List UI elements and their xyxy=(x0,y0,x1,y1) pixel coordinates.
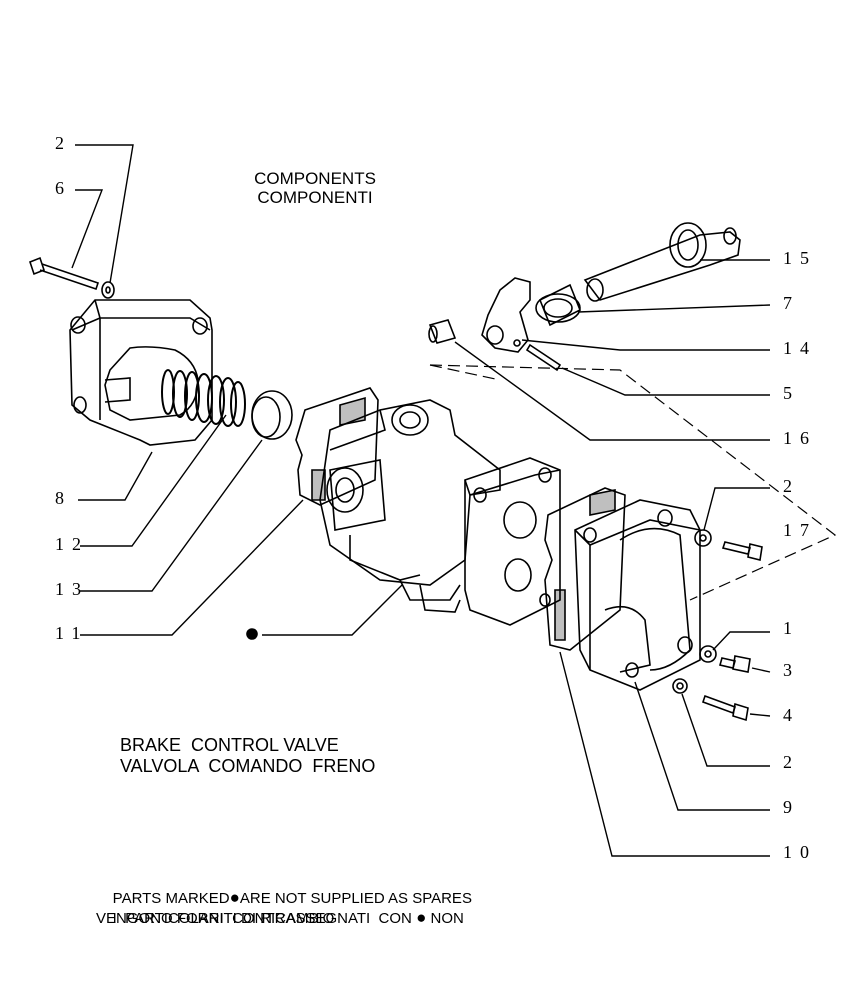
header-line-2: COMPONENTI xyxy=(257,188,373,207)
not-supplied-marker xyxy=(246,628,258,640)
end-cap-housing-8 xyxy=(69,299,213,446)
valve-body xyxy=(319,399,561,626)
screw-3 xyxy=(718,655,751,673)
callout-6: 6 xyxy=(55,178,72,198)
note-line-1: PARTS MARKED●ARE NOT SUPPLIED AS SPARES xyxy=(96,869,472,927)
callout-2-right: 2 xyxy=(783,476,800,496)
note-line-3: VENGONO FORNITI DI RICAMBIO xyxy=(96,910,335,927)
leader-lines xyxy=(71,144,771,857)
title-line-1: BRAKE CONTROL VALVE xyxy=(120,735,339,755)
bolt-6 xyxy=(29,256,100,291)
callout-9: 9 xyxy=(783,797,800,817)
header-line-1: COMPONENTS xyxy=(254,169,376,188)
spring-12 xyxy=(161,369,246,427)
callout-13: 13 xyxy=(55,579,89,599)
callout-3: 3 xyxy=(783,660,800,680)
callout-7: 7 xyxy=(783,293,800,313)
bullet-icon: ● xyxy=(416,908,427,927)
screw-4 xyxy=(701,694,749,722)
callout-16: 16 xyxy=(783,428,817,448)
callout-10: 10 xyxy=(783,842,817,862)
assembly-dashed-lines xyxy=(429,364,837,601)
callout-2-top: 2 xyxy=(55,133,72,153)
washer-1 xyxy=(699,645,717,663)
screw-17 xyxy=(721,541,763,561)
callout-8: 8 xyxy=(55,488,72,508)
callout-17: 17 xyxy=(783,520,817,540)
washer-2-right xyxy=(694,529,712,547)
callout-4: 4 xyxy=(783,705,800,725)
callout-12: 12 xyxy=(55,534,89,554)
title-line-2: VALVOLA COMANDO FRENO xyxy=(120,756,376,776)
bushing-7 xyxy=(535,283,582,327)
end-cover-9 xyxy=(574,499,701,691)
spring-seat-13 xyxy=(251,390,293,440)
callout-2-bottom: 2 xyxy=(783,752,800,772)
note-line-2-part-2: NON xyxy=(430,910,464,927)
lever-14 xyxy=(481,277,531,353)
callout-5: 5 xyxy=(783,383,800,403)
washer-2-top xyxy=(101,281,115,299)
callout-15: 15 xyxy=(783,248,817,268)
plunger-16 xyxy=(428,319,457,344)
callout-11: 11 xyxy=(55,623,89,643)
note-line-2: I PARTICOLARI CONTRASSEGNATI CON ● NON xyxy=(96,889,464,947)
note-line-2-part-1: I PARTICOLARI CONTRASSEGNATI CON xyxy=(112,910,412,927)
bullet-icon: ● xyxy=(229,888,240,907)
gasket-10 xyxy=(544,487,626,651)
washer-2-bottom xyxy=(672,678,688,694)
gasket-11 xyxy=(295,387,379,506)
note-line-1-part-1: PARTS MARKED xyxy=(112,890,230,907)
callout-1: 1 xyxy=(783,618,800,638)
callout-14: 14 xyxy=(783,338,817,358)
pin-5 xyxy=(525,343,562,372)
shaft-15 xyxy=(583,222,741,302)
note-line-1-part-2: ARE NOT SUPPLIED AS SPARES xyxy=(239,890,472,907)
